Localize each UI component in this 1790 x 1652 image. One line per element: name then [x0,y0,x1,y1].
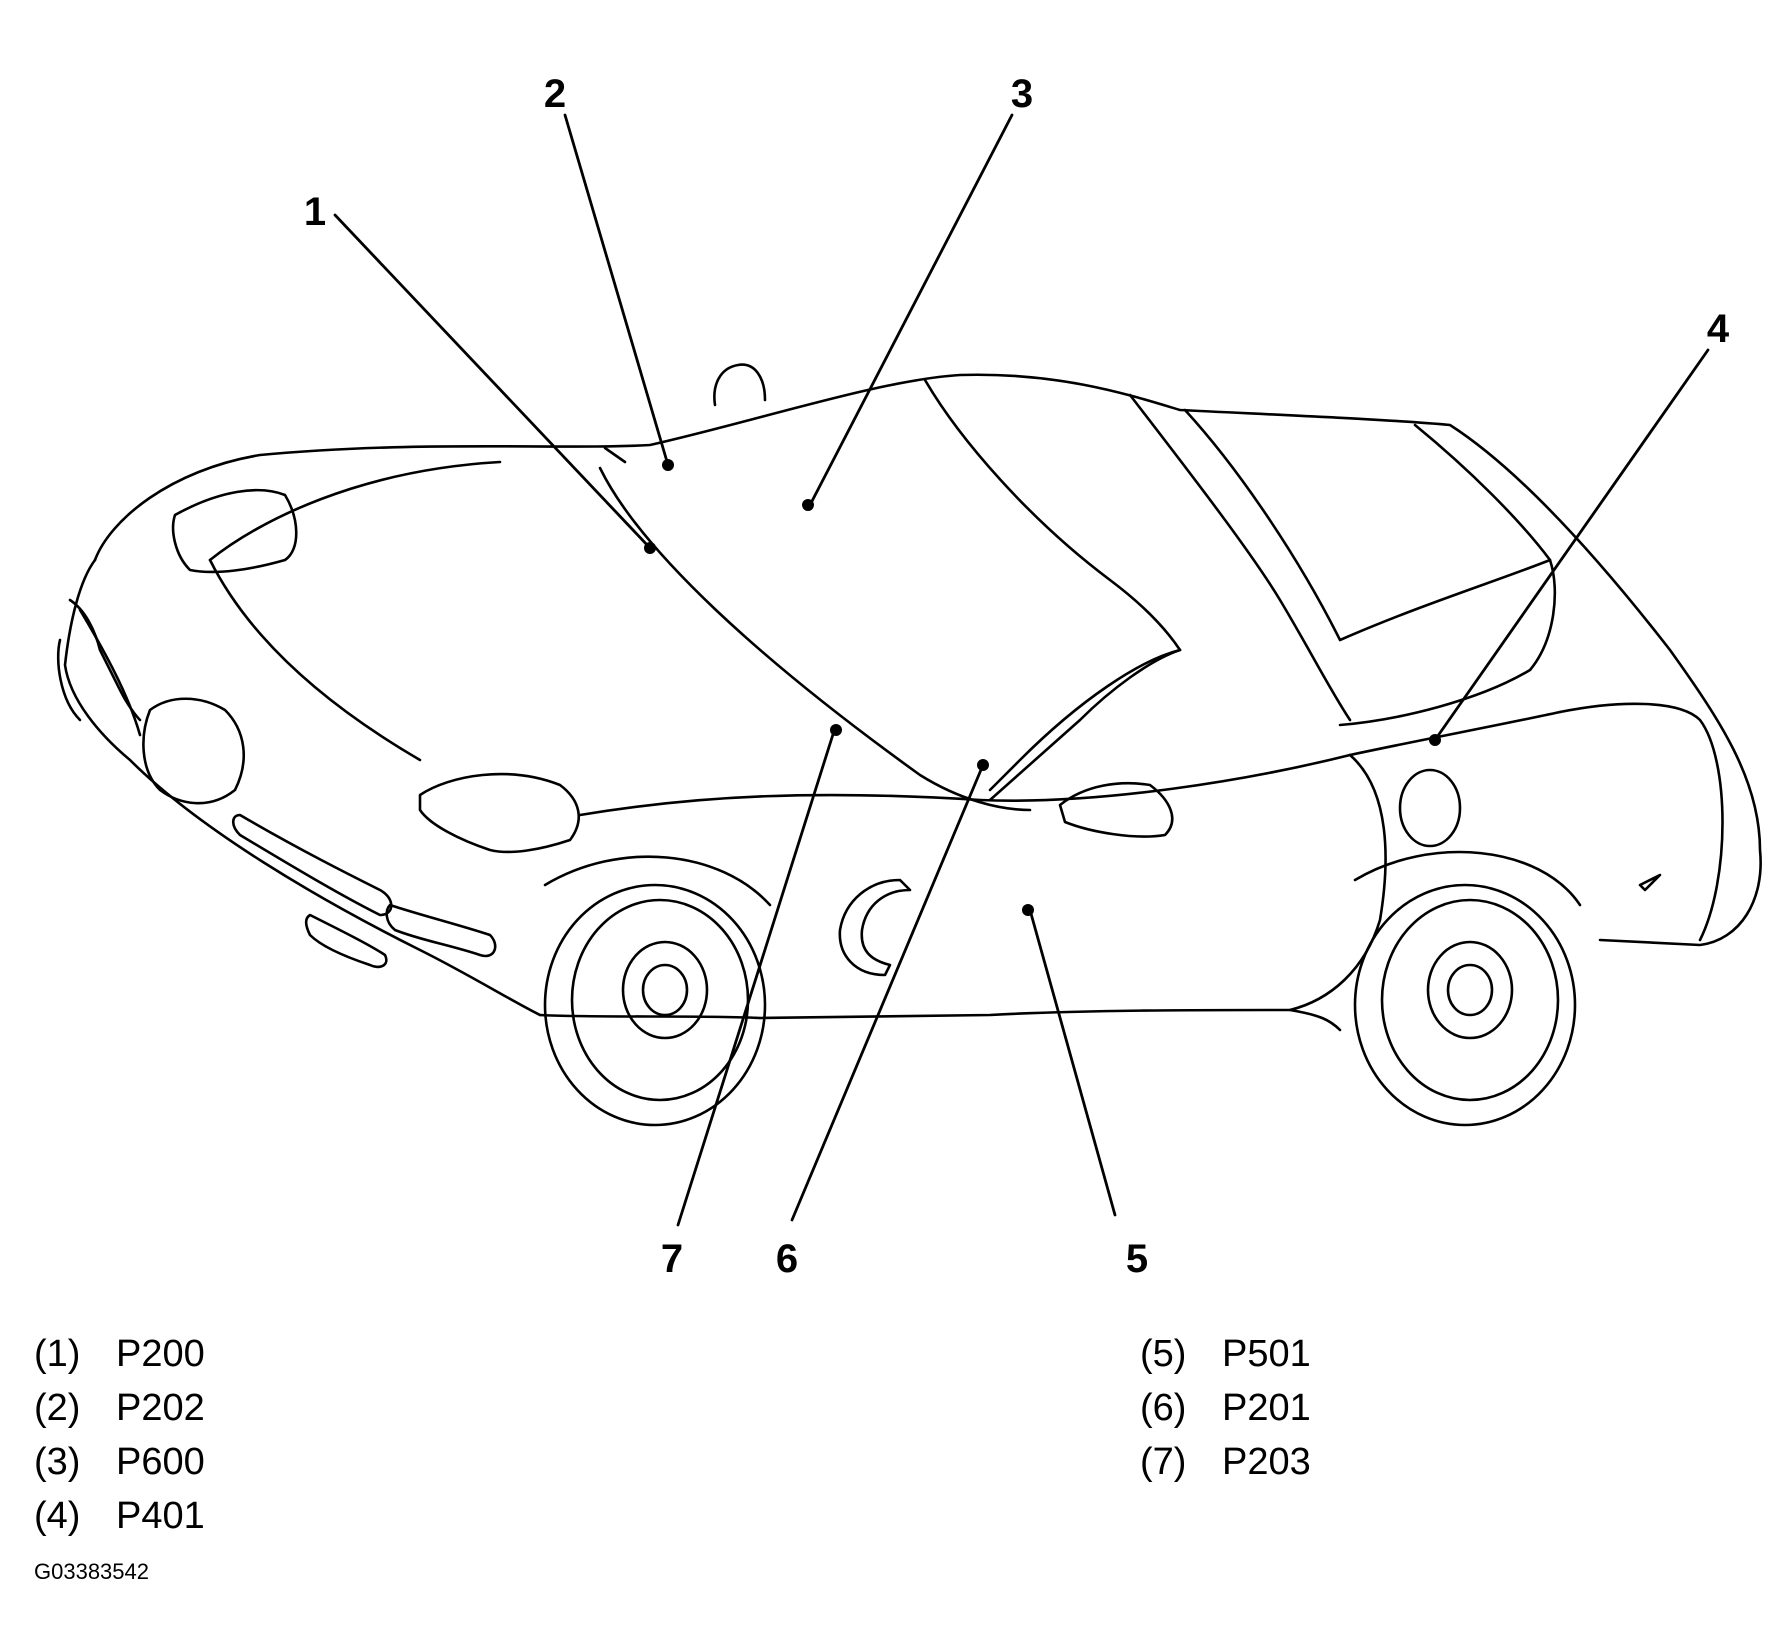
point-4 [1429,734,1441,746]
leader-4 [1433,348,1710,742]
callout-leaders [333,113,1710,1227]
point-6 [977,759,989,771]
legend-index: (4) [34,1495,81,1537]
legend-row: (3) P600 [34,1435,205,1489]
legend-row: (5) P501 [1140,1327,1311,1381]
legend-code: P203 [1222,1441,1311,1483]
point-5 [1022,904,1034,916]
leader-2 [563,113,670,467]
point-1 [644,542,656,554]
leader-7 [676,726,837,1227]
leader-3 [808,113,1014,507]
legend-row: (2) P202 [34,1381,205,1435]
point-2 [662,459,674,471]
legend-code: P600 [116,1441,205,1483]
callout-number-2: 2 [544,72,566,116]
leader-1 [333,213,652,550]
leader-5 [1028,908,1117,1217]
legend-code: P202 [116,1387,205,1429]
legend-index: (5) [1140,1333,1187,1375]
leader-6 [790,763,985,1222]
figure-id: G03383542 [34,1559,149,1584]
point-7 [830,724,842,736]
legend-index: (3) [34,1441,81,1483]
legend-index: (1) [34,1333,81,1375]
legend-index: (7) [1140,1441,1187,1483]
callout-number-4: 4 [1707,307,1730,351]
legend-left: (1) P200 (2) P202 (3) P600 (4) P401 [34,1327,205,1543]
legend-row: (7) P203 [1140,1435,1311,1489]
legend-code: P501 [1222,1333,1311,1375]
point-3 [802,499,814,511]
legend-row: (6) P201 [1140,1381,1311,1435]
legend-code: P201 [1222,1387,1311,1429]
legend-row: (1) P200 [34,1327,205,1381]
legend-code: P200 [116,1333,205,1375]
legend-index: (2) [34,1387,81,1429]
legend-index: (6) [1140,1387,1187,1429]
callout-number-1: 1 [304,190,326,234]
callout-points [644,459,1441,916]
car-outline [56,363,1762,1127]
callout-number-5: 5 [1126,1237,1148,1281]
legend-code: P401 [116,1495,205,1537]
callout-numbers: 1 2 3 4 5 6 7 [304,72,1730,1281]
callout-number-7: 7 [661,1237,683,1281]
legend-right: (5) P501 (6) P201 (7) P203 [1140,1327,1311,1489]
callout-number-6: 6 [776,1237,798,1281]
legend-row: (4) P401 [34,1489,205,1543]
callout-number-3: 3 [1011,72,1033,116]
